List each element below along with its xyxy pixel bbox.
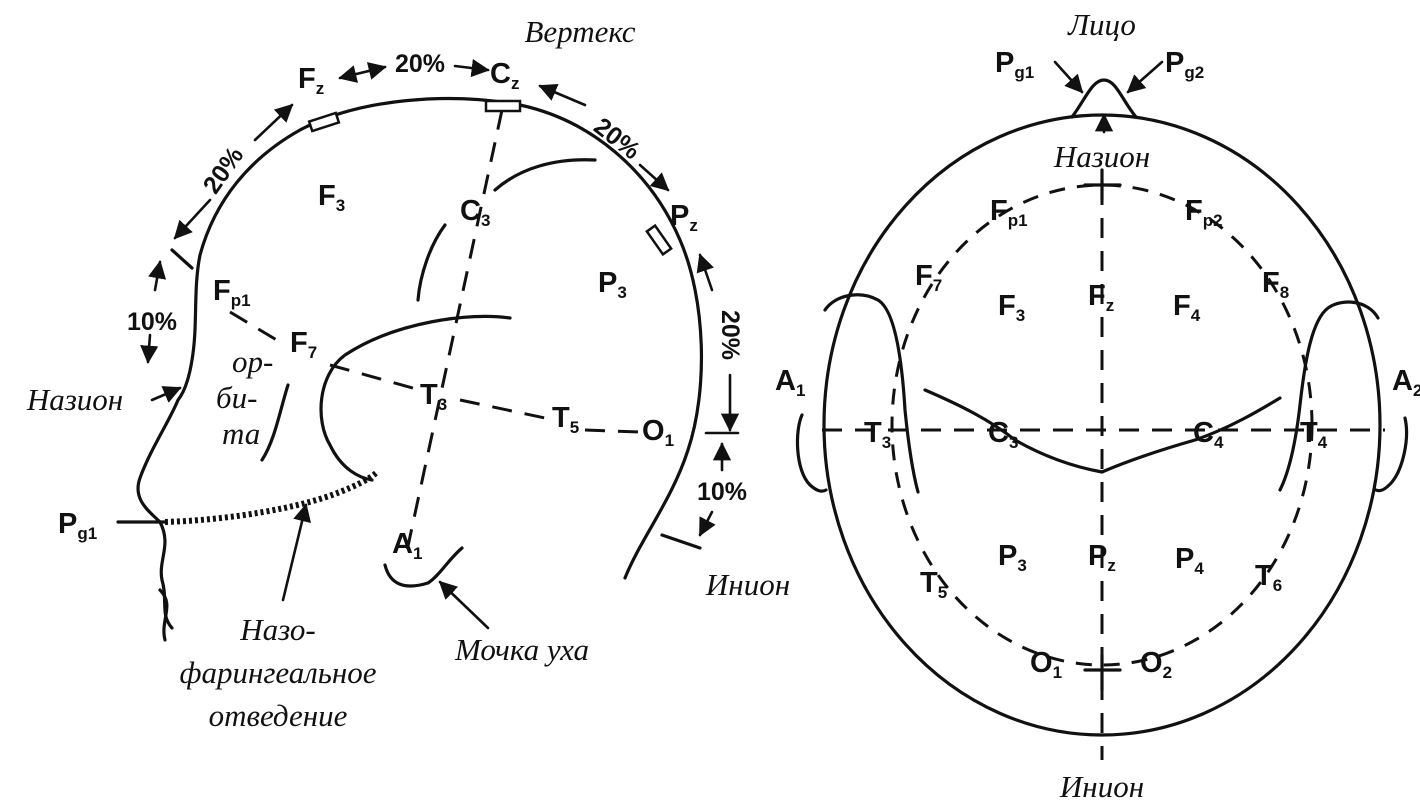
top-inion-cross bbox=[1083, 653, 1122, 692]
side-electrode-t5: T5 bbox=[552, 402, 579, 437]
arrow-10pct-up bbox=[148, 260, 167, 292]
arrow-pg1-top bbox=[1053, 60, 1084, 94]
label-nasion-side: Назион bbox=[26, 382, 123, 417]
top-electrode-fp1: Fp1 bbox=[990, 195, 1028, 230]
arrow-earlobe bbox=[438, 580, 490, 630]
label-nasopharyngeal-2: фарингеальное bbox=[179, 655, 376, 690]
top-right-ear bbox=[1278, 300, 1380, 492]
side-electrode-o1: O1 bbox=[642, 415, 674, 450]
label-vertex: Вертекс bbox=[524, 14, 635, 49]
top-electrode-a1: A1 bbox=[775, 365, 805, 400]
side-electrode-pz: Pz bbox=[670, 200, 698, 235]
top-dashed-circle bbox=[890, 183, 1314, 667]
side-electrode-p3: P3 bbox=[598, 267, 627, 302]
arrow-10pct-bottom bbox=[698, 510, 716, 537]
top-electrode-c3: C3 bbox=[988, 417, 1018, 452]
label-inion-top: Инион bbox=[1059, 769, 1144, 802]
pct-o-inion: 10% bbox=[697, 478, 747, 506]
side-head-outline bbox=[136, 96, 704, 630]
label-nasopharyngeal-3: отведение bbox=[209, 698, 348, 733]
arrow-to-fz bbox=[253, 103, 294, 142]
side-nasopharyngeal-lead bbox=[164, 470, 378, 525]
side-central-sulcus bbox=[493, 158, 597, 192]
pct-fz-cz: 20% bbox=[395, 50, 445, 78]
arrow-to-cz bbox=[453, 58, 490, 78]
label-nasion-top: Назион bbox=[1053, 139, 1150, 174]
top-electrode-a2: A2 bbox=[1392, 365, 1420, 400]
label-face: Лицо bbox=[1067, 7, 1136, 42]
side-electrode-a1: A1 bbox=[392, 528, 422, 563]
top-electrode-t6: T6 bbox=[1255, 560, 1282, 595]
side-midline-dash bbox=[403, 109, 504, 561]
top-left-earlobe bbox=[795, 413, 828, 493]
side-temporal-dash bbox=[229, 310, 641, 434]
pct-fp-fz: 20% bbox=[198, 142, 250, 199]
arrow-pg2-top bbox=[1126, 60, 1164, 94]
arrow-10pct-down bbox=[140, 333, 159, 364]
top-left-central-curve bbox=[923, 388, 1104, 474]
side-electrode-f7: F7 bbox=[290, 327, 317, 362]
side-inion-mark bbox=[660, 533, 702, 550]
top-electrode-f7: F7 bbox=[915, 260, 942, 295]
side-electrode-c3: C3 bbox=[460, 195, 490, 230]
top-electrode-f4: F4 bbox=[1173, 290, 1201, 325]
pct-cz-pz: 20% bbox=[589, 112, 646, 165]
top-electrode-fz: Fz bbox=[1088, 280, 1114, 315]
top-nasion-cross bbox=[1083, 168, 1122, 202]
arrow-from-cz bbox=[538, 83, 587, 107]
top-electrode-t5: T5 bbox=[920, 567, 947, 602]
top-electrode-p4: P4 bbox=[1175, 543, 1204, 578]
pct-pz-o: 20% bbox=[716, 310, 744, 360]
top-electrode-f8: F8 bbox=[1262, 267, 1289, 302]
side-ear-outline bbox=[319, 314, 512, 482]
side-electrode-f3: F3 bbox=[318, 180, 345, 215]
top-electrode-pg2: Pg2 bbox=[1165, 47, 1204, 82]
top-electrode-o2: O2 bbox=[1140, 647, 1172, 682]
side-electrode-fz: Fz bbox=[298, 63, 324, 98]
arrow-to-pz bbox=[638, 163, 670, 192]
top-electrode-p3: P3 bbox=[998, 540, 1027, 575]
side-pz-marker bbox=[645, 223, 673, 257]
top-left-ear bbox=[823, 293, 920, 494]
arrow-nasopharyngeal bbox=[281, 503, 311, 602]
side-electrode-t3: T3 bbox=[420, 379, 447, 414]
side-earlobe bbox=[383, 546, 464, 588]
top-electrode-t4: T4 bbox=[1300, 417, 1328, 452]
top-right-earlobe bbox=[1374, 416, 1409, 493]
top-electrode-f3: F3 bbox=[998, 290, 1025, 325]
arrow-nasion-side bbox=[150, 386, 182, 403]
top-electrode-t3: T3 bbox=[864, 417, 891, 452]
side-fz-marker bbox=[307, 111, 341, 133]
side-orbit-curve bbox=[260, 383, 290, 462]
top-electrode-pz: Pz bbox=[1088, 540, 1116, 575]
arrow-fz-left bbox=[338, 62, 387, 83]
side-cz-marker bbox=[484, 99, 522, 113]
top-electrode-pg1: Pg1 bbox=[995, 47, 1034, 82]
side-electrode-fp1: Fp1 bbox=[213, 275, 251, 310]
label-nasopharyngeal-1: Назо- bbox=[239, 612, 315, 647]
label-inion-side: Инион bbox=[705, 567, 790, 602]
arrow-fp-up bbox=[173, 198, 212, 240]
label-orbit-3: та bbox=[222, 416, 260, 451]
label-orbit-2: би- bbox=[216, 380, 257, 415]
side-nasion-tick bbox=[170, 248, 194, 270]
top-electrode-o1: O1 bbox=[1030, 647, 1062, 682]
top-electrode-fp2: Fp2 bbox=[1185, 195, 1223, 230]
side-electrode-pg1: Pg1 bbox=[58, 508, 97, 543]
side-view: 20% 20% 20% 20% 10% 10% Вертекс Назион И… bbox=[26, 14, 790, 733]
top-nose bbox=[1070, 78, 1138, 119]
side-chin-line bbox=[158, 588, 169, 642]
arrow-from-pz bbox=[696, 253, 714, 292]
side-electrode-cz: Cz bbox=[490, 58, 519, 93]
top-right-central-curve bbox=[1100, 396, 1282, 474]
pct-nasion-fp: 10% bbox=[127, 308, 177, 336]
label-orbit-1: ор- bbox=[232, 344, 273, 379]
top-electrode-c4: C4 bbox=[1193, 417, 1224, 452]
top-view: Лицо Назион Инион Pg1 Pg2 Fp1 Fp2 F7 F8 … bbox=[775, 7, 1420, 802]
label-earlobe: Мочка уха bbox=[454, 632, 589, 667]
side-sylvian-line bbox=[416, 223, 447, 302]
